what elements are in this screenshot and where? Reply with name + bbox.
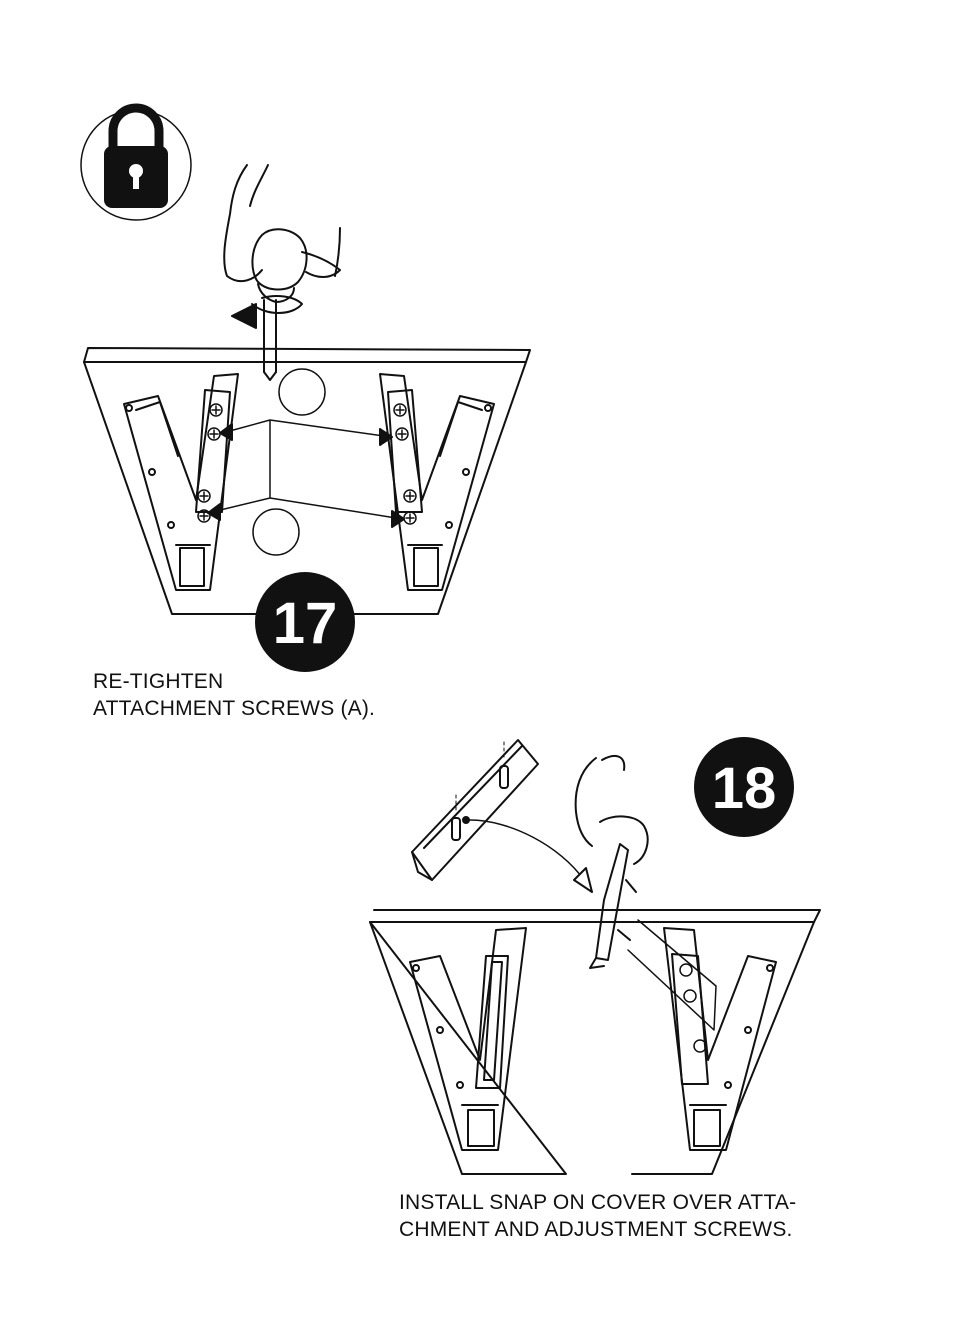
step-badge-17: 17	[255, 572, 355, 672]
step-number-17: 17	[273, 591, 338, 656]
hand-screwdriver-17	[223, 164, 341, 381]
step-17-caption: RE-TIGHTEN ATTACHMENT SCREWS (A).	[93, 668, 375, 722]
padlock-icon	[80, 103, 192, 221]
hand-cover-18	[574, 754, 649, 969]
caption-line: CHMENT AND ADJUSTMENT SCREWS.	[399, 1218, 793, 1241]
caption-line: ATTACHMENT SCREWS (A).	[93, 697, 376, 720]
caption-line: INSTALL SNAP ON COVER OVER ATTA-	[399, 1191, 797, 1214]
step-18-caption: INSTALL SNAP ON COVER OVER ATTA- CHMENT …	[399, 1189, 796, 1243]
caption-line: RE-TIGHTEN	[93, 670, 224, 693]
table-base-18	[369, 909, 821, 1175]
step-badge-18: 18	[694, 737, 794, 837]
snap-cover-18	[411, 739, 593, 893]
step-number-18: 18	[712, 756, 777, 821]
table-base-17	[83, 347, 531, 615]
